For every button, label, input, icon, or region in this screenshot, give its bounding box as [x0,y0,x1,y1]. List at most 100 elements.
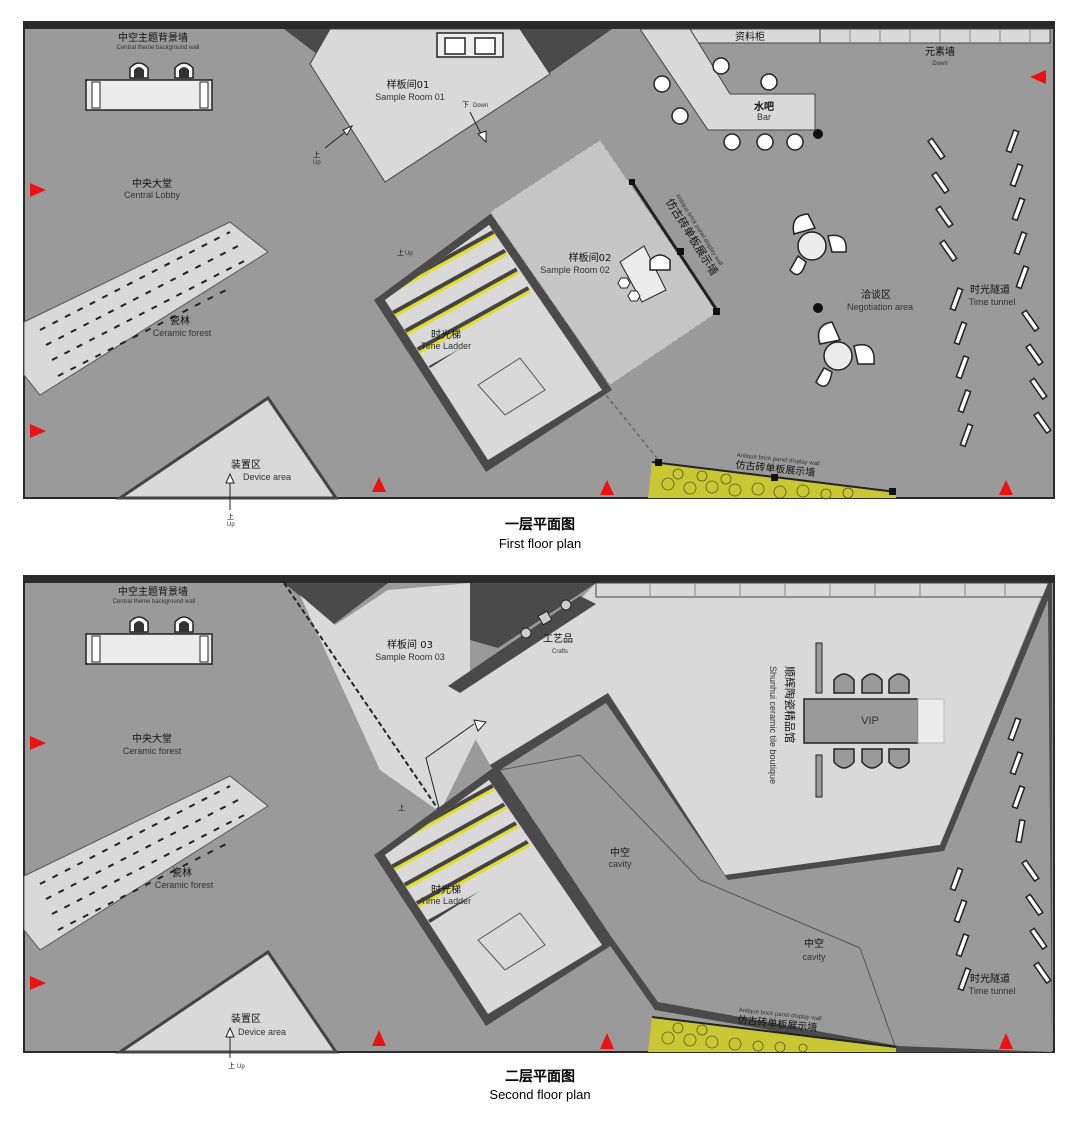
stool-icon [617,277,631,289]
ceramic-forest-label: 瓷林 [170,314,190,327]
central-lobby-label-en: Central Lobby [124,190,181,200]
time-tunnel-label-en: Time tunnel [969,297,1016,307]
time-tunnel-label: 时光隧道 [970,283,1010,296]
up-arrow-icon [225,1026,235,1038]
floor1-caption-en: First floor plan [499,536,581,551]
floor2-brick-display-wall [648,1017,896,1052]
floor2-lobby-label-en: Ceramic forest [123,746,182,756]
sample-room-02-label: 样板间02 [569,251,612,264]
floor2-device-area [115,949,339,1054]
floor2-dark-void-left [284,583,388,624]
boutique-label: 顺辉陶瓷精品馆 [783,666,797,743]
crafts-label: 工艺品 [543,633,573,645]
device-area-label: 装置区 [231,458,261,471]
floor2-central-theme-wall [85,633,213,665]
element-wall-label: 元素墙 [925,45,955,58]
down-label-en: Down [473,103,488,109]
down-label: 下 [462,101,469,109]
sample-room-02-label-en: Sample Room 02 [540,265,610,275]
cavity-label-2: 中空 [804,937,824,950]
element-wall [819,28,1051,44]
water-bar-label-en: Bar [757,112,771,122]
vip-label: VIP [861,715,879,727]
floor2-central-wall-label-en: Central theme background wall [113,599,196,605]
device-up-label-en: Up [227,522,235,528]
floor2-device-up-label: 上 [228,1061,235,1070]
time-tunnel-slats [927,129,1052,448]
time-ladder-label-en: Time Ladder [421,341,471,351]
moss-dots [661,468,854,500]
ceramic-forest [23,221,269,396]
vip-chairs [833,673,910,769]
floor2-forest-label-en: Ceramic forest [155,880,214,890]
floor2-dark-void-right [470,583,596,648]
floor2-lobby-label: 中央大堂 [132,732,172,745]
ceramic-forest-dashes [39,231,251,377]
second-floor-plan: 样板间 03 Sample Room 03 工艺品 Crafts VIP [23,575,1055,1070]
device-up-label: 上 [227,512,234,521]
chair-icon [649,254,671,271]
sample-room-03[interactable] [300,583,500,812]
floor2-tunnel-label-en: Time tunnel [969,986,1016,996]
negotiation-area-label: 洽谈区 [861,288,891,301]
time-ladder-label: 时光梯 [431,328,461,341]
stool-icon [627,290,641,302]
sample-room-03-label-en: Sample Room 03 [375,652,445,662]
cavity [500,600,1052,1052]
central-lobby-label: 中央大堂 [132,177,172,190]
central-wall-label-en: Central theme background wall [117,45,200,51]
floor2-device-up-label-en: Up [237,1064,245,1070]
vip-table[interactable] [803,698,919,744]
up-label: 上 [313,150,320,159]
floor2-ladder-up-label: 上 [398,803,405,812]
floor2-device-label: 装置区 [231,1012,261,1025]
floor2-caption-en: Second floor plan [489,1087,590,1102]
floor2-ceramic-forest [23,775,269,951]
device-area-label-en: Device area [243,472,291,482]
cavity-label-1-en: cavity [608,859,632,869]
walkway-arrow-icon [473,719,487,732]
floor2-ceramic-forest-dashes [39,785,251,931]
floor2-ladder-label: 时光梯 [431,883,461,896]
floor2-stair-landing [477,912,546,971]
floor2-forest-label: 瓷林 [172,866,192,879]
central-theme-wall [85,79,213,111]
boutique-floor [448,583,1048,875]
ladder-up-label-en: Up [405,251,413,257]
boutique-label-en: Shunhui ceramic tile boutique [768,666,778,784]
floor2-central-wall-label: 中空主题背景墙 [118,585,188,598]
negotiation-table-2[interactable] [815,321,875,387]
ladder-up-label: 上 [397,248,404,257]
up-arrow-icon [342,124,354,136]
bar-stools [653,57,804,151]
negotiation-area-label-en: Negotiation area [847,302,913,312]
stair-landing [477,357,546,416]
water-bar-label: 水吧 [753,100,774,113]
cavity-label-2-en: cavity [802,952,826,962]
floor2-entrance-arrow-icons [30,736,1013,1049]
cavity-label-1: 中空 [610,846,630,859]
ceramic-forest-label-en: Ceramic forest [153,328,212,338]
floor2-time-tunnel-slats [949,717,1052,992]
floor2-top-wall [24,576,1054,583]
walkway-path [425,723,475,813]
down-arrow-icon [477,130,487,144]
floor2-moss-dots [661,1022,808,1053]
sample-room-03-label: 样板间 03 [387,638,433,651]
floor1-top-wall [24,22,1054,29]
first-floor-plan: 样板间01 Sample Room 01 下 Down 上 Up 中空主题背景墙… [23,21,1055,528]
sample-room-01[interactable] [309,28,551,183]
up-label-en: Up [313,160,321,166]
entrance-arrow-icons [30,70,1046,495]
floor2-device-label-en: Device area [238,1027,286,1037]
sample-room-02[interactable] [489,139,719,386]
device-area [115,395,339,500]
sample-room-01-label-en: Sample Room 01 [375,92,445,102]
floor2-caption: 二层平面图 [505,1069,575,1085]
crafts-shelf [448,596,596,693]
crafts-label-en: Crafts [552,649,568,655]
negotiation-table-1[interactable] [789,213,847,276]
water-bar-counter[interactable] [639,28,816,131]
floor2-ladder-label-en: Time Ladder [421,896,471,906]
